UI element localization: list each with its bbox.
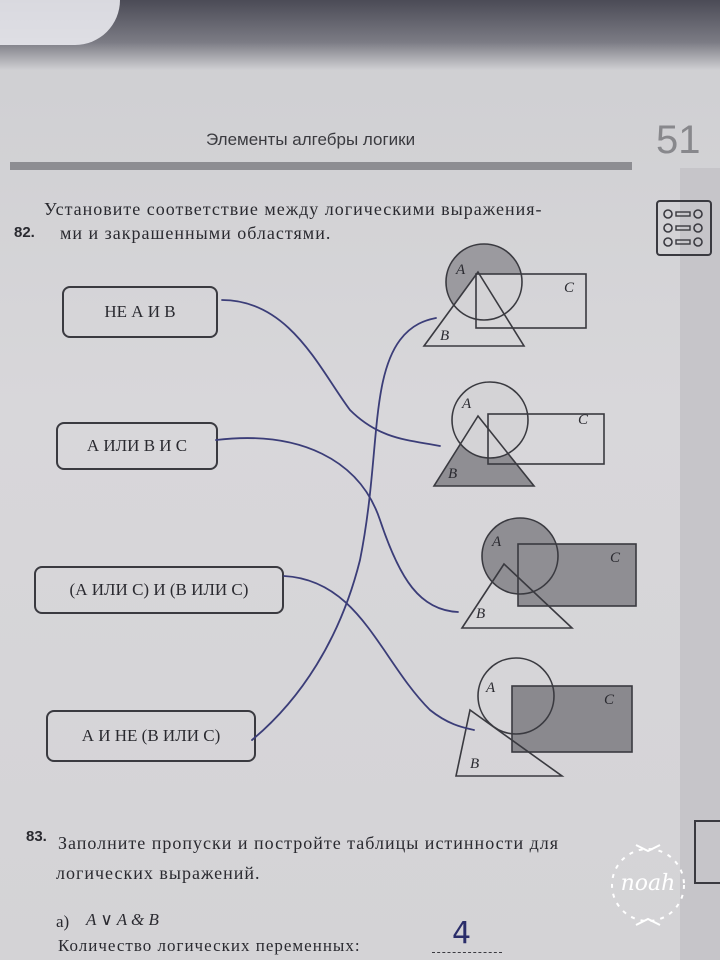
answer-blank-line [432,952,502,953]
connector-3-to-4 [283,575,475,731]
venn-diagram-1 [422,243,587,347]
task-83-text-line1: Заполните пропуски и постройте таблицы и… [58,833,560,853]
page-top-shadow [0,0,720,70]
label-a-4: A [486,680,496,696]
label-c-2: C [578,412,589,428]
page-number: 51 [656,118,701,162]
watermark-text: noah [620,871,676,896]
label-b-1: B [440,328,450,344]
matching-task-icon [656,200,712,256]
running-title: Элементы алгебры логики [206,130,416,149]
task-82-text-line2: ми и закрашенными областями. [60,223,332,243]
wreath-icon [611,844,685,926]
label-c-3: C [610,550,621,566]
label-b-2: B [448,466,458,482]
label-b-3: B [476,606,486,622]
item-a-expression: A ∨ A & B [86,910,159,929]
venn-diagram-2 [432,381,605,487]
connector-4-to-1 [251,317,437,741]
connector-2-to-3 [215,437,459,613]
handwritten-answer: 4 [452,916,472,951]
variables-count-label: Количество логических переменных: [58,936,361,955]
pen-connectors [215,299,475,741]
label-a-1: A [456,262,466,278]
venn-diagram-3 [460,517,637,629]
venn-diagram-4 [455,657,633,777]
watermark-wreath: noah [598,835,698,935]
task-82-text-line1: Установите соответствие между логическим… [44,199,543,219]
label-a-3: A [492,534,502,550]
task-83-icon [694,820,720,884]
textbook-page [0,40,720,960]
label-a-2: A [462,396,472,412]
task-83-text-line2: логических выражений. [56,863,261,883]
label-b-4: B [470,756,480,772]
expression-box-1: НЕ А И В [62,286,218,338]
expression-box-2: А ИЛИ В И С [56,422,218,470]
expression-box-3: (А ИЛИ С) И (В ИЛИ С) [34,566,284,614]
expression-box-4: А И НЕ (В ИЛИ С) [46,710,256,762]
matching-icon-graphic [663,209,703,247]
connector-1-to-2 [221,299,441,447]
task-82-number: 82. [14,224,35,241]
header-rule [10,162,632,170]
item-a-label: а) [56,912,70,931]
margin-strip [680,168,720,960]
label-c-1: C [564,280,575,296]
task-83-number: 83. [26,828,47,845]
label-c-4: C [604,692,615,708]
